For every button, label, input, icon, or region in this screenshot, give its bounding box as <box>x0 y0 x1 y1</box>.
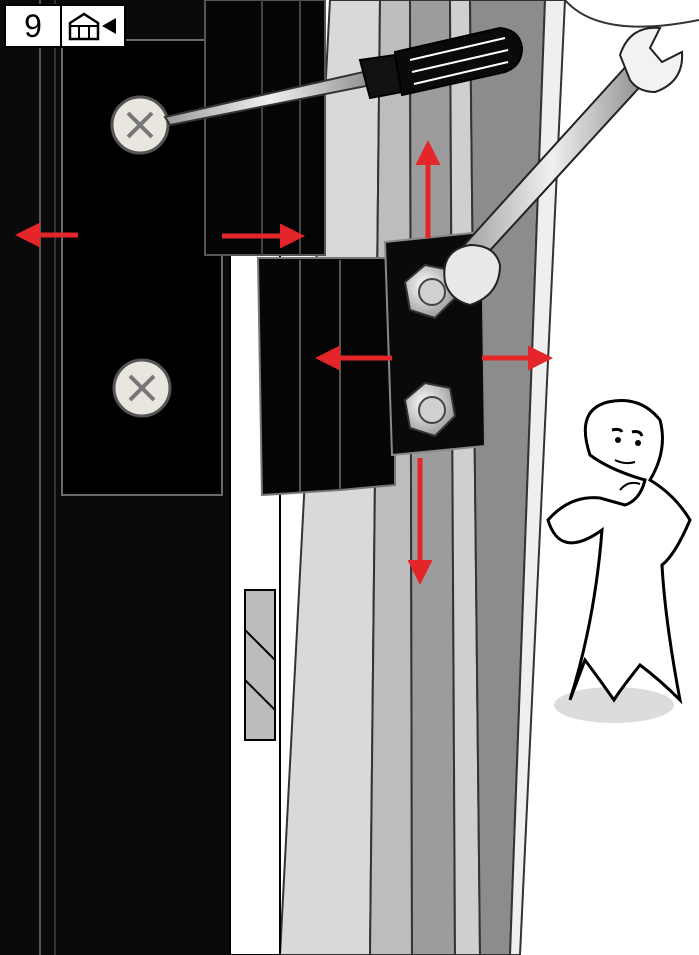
screw-top <box>112 97 168 153</box>
screw-bottom <box>114 360 170 416</box>
hinge-barrel <box>258 258 395 495</box>
step-number: 9 <box>6 6 62 46</box>
step-header: 9 <box>4 4 126 48</box>
house-interior-arrow-icon <box>62 6 124 46</box>
